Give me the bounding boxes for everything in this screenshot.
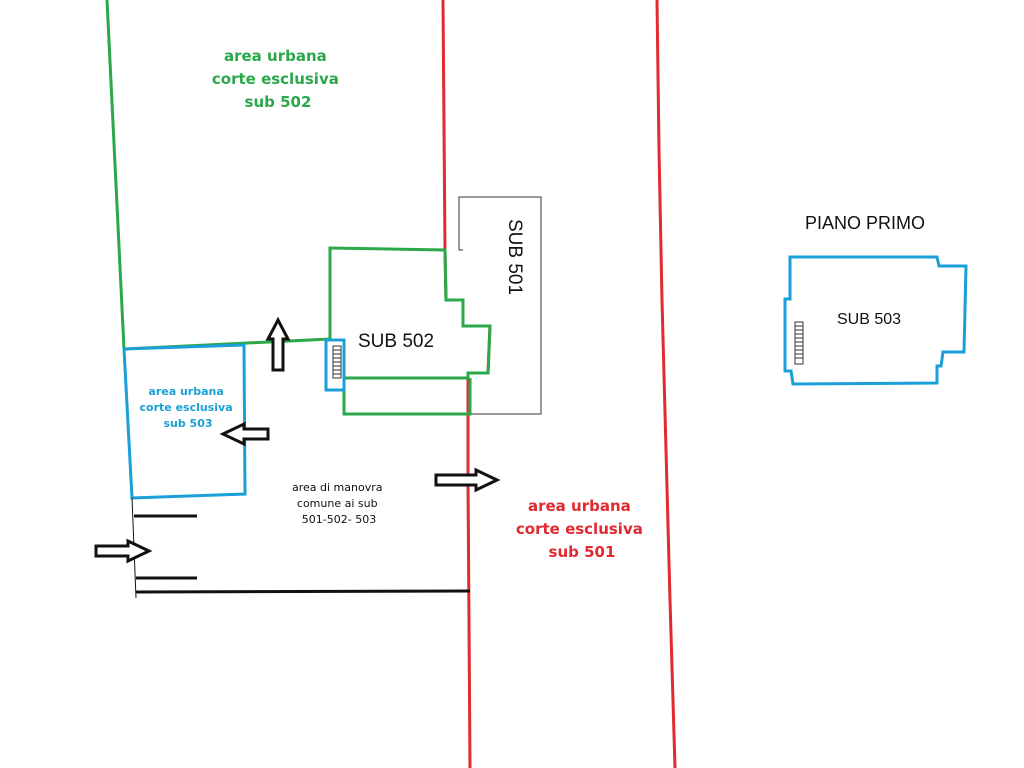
blue-area-label: area urbana corte esclusiva sub 503 [140,385,237,430]
sub-502-building [328,246,492,380]
red-area-label: area urbana corte esclusiva sub 501 [516,497,648,561]
sub-501-outline [458,196,542,415]
sub-503-label: SUB 503 [837,311,901,328]
arrow-up-icon [265,316,291,372]
sub-503-court [122,343,247,500]
stair-block [324,338,346,392]
sub-501-label: SUB 501 [504,219,525,295]
common-area-label: area di manovra comune ai sub 501-502- 5… [292,481,386,526]
common-area-bottom-edge [135,589,471,594]
piano-primo-label: PIANO PRIMO [805,213,925,233]
arrow-right-entrance-icon [94,538,153,564]
arrow-left-icon [219,421,270,447]
red-boundary-right-line [655,0,677,768]
arrow-right-icon [434,467,501,493]
sub-502-label: SUB 502 [358,331,434,352]
sub-501-building-outline [458,196,542,415]
sub-502-annex [342,378,472,416]
sub-503-floor-plan [783,255,968,386]
green-area-label: area urbana corte esclusiva sub 502 [212,47,344,111]
blue-boundary [122,255,968,500]
stair-icon-upper-floor [794,321,804,365]
stair-icon [332,345,342,379]
red-boundary-left-line [441,0,492,768]
red-boundary [441,0,677,768]
